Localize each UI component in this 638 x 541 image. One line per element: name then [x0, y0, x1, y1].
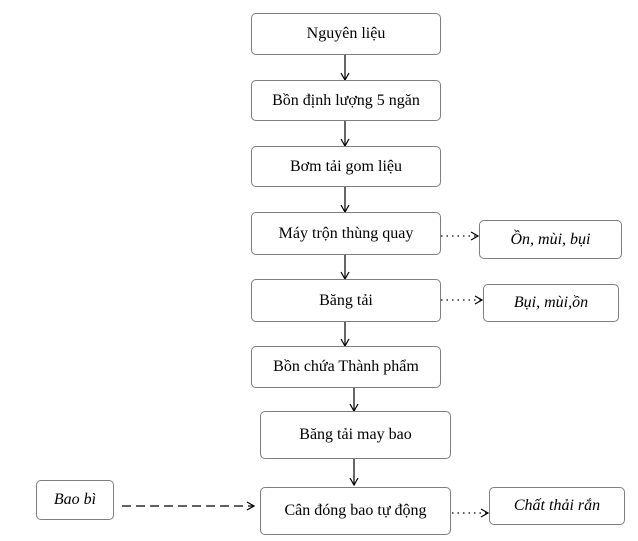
waste-solid: Chất thải rắn [489, 487, 625, 525]
step-dosing-tank: Bồn định lượng 5 ngăn [251, 80, 441, 121]
step-transfer-pump: Bơm tải gom liệu [251, 146, 441, 187]
step-conveyor-label: Băng tải [319, 291, 373, 309]
step-conveyor: Băng tải [251, 279, 441, 322]
emission-mixer-label: Ồn, mùi, bụi [510, 230, 591, 248]
step-auto-bagging-scale-label: Cân đóng bao tự động [284, 502, 427, 519]
step-bag-sewing-conveyor: Băng tải may bao [260, 411, 451, 459]
step-bag-sewing-conveyor-label: Băng tải may bao [299, 426, 412, 443]
step-dosing-tank-label: Bồn định lượng 5 ngăn [272, 91, 420, 109]
step-raw-material: Nguyên liệu [251, 13, 441, 55]
step-rotary-mixer: Máy trộn thùng quay [251, 212, 441, 255]
step-auto-bagging-scale: Cân đóng bao tự động [260, 487, 451, 535]
step-rotary-mixer-label: Máy trộn thùng quay [278, 224, 414, 242]
emission-mixer: Ồn, mùi, bụi [479, 220, 622, 259]
step-product-tank: Bồn chứa Thành phẩm [251, 346, 441, 388]
input-packaging: Bao bì [36, 480, 114, 520]
emission-conveyor: Bụi, mùi,ồn [483, 284, 619, 322]
emission-conveyor-label: Bụi, mùi,ồn [513, 294, 589, 311]
step-raw-material-label: Nguyên liệu [306, 25, 386, 42]
input-packaging-label: Bao bì [53, 491, 97, 508]
step-transfer-pump-label: Bơm tải gom liệu [289, 157, 402, 175]
step-product-tank-label: Bồn chứa Thành phẩm [273, 358, 419, 375]
waste-solid-label: Chất thải rắn [513, 497, 601, 514]
